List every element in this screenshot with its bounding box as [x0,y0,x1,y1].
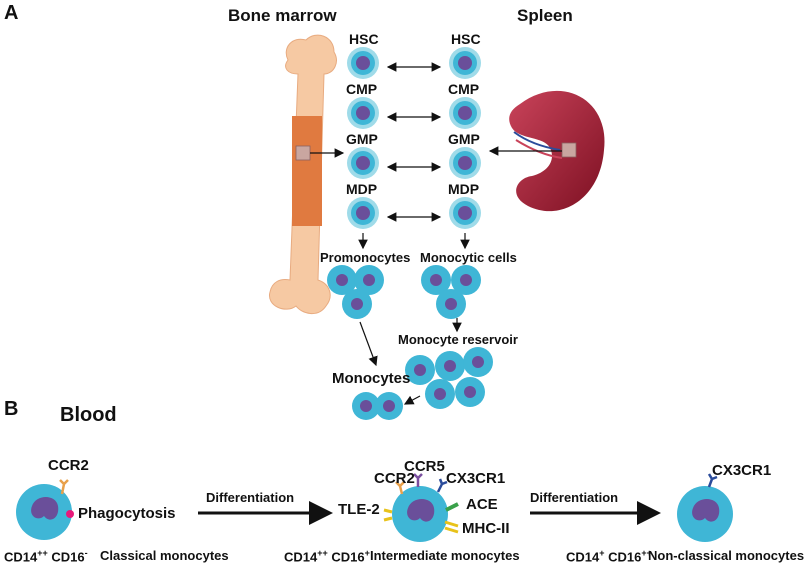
promonocytes-label: Promonocytes [320,250,411,265]
marrow-cell-column [347,47,379,229]
monocyte-reservoir-label: Monocyte reservoir [398,332,518,347]
intermediate-cx3cr1-label: CX3CR1 [446,470,506,487]
spleen-title: Spleen [517,6,573,25]
classical-cd14: CD14 [4,549,38,565]
classical-cd16: CD16 [51,549,85,565]
nonclassical-cx3cr1-label: CX3CR1 [712,462,772,479]
ace-label: ACE [466,496,498,513]
marrow-hsc-label: HSC [349,31,379,47]
marrow-region [292,116,322,226]
phagocytosis-label: Phagocytosis [78,505,176,522]
intermediate-cd14-sup: ++ [317,548,328,558]
panel-b-label: B [4,398,19,420]
monocytic-cluster [421,265,481,319]
spleen-cell-column [449,47,481,229]
differentiation-label-2: Differentiation [530,490,619,505]
spleen-hsc-label: HSC [451,31,481,47]
intermediate-monocytes-name: Intermediate monocytes [370,548,520,563]
marrow-gmp-label: GMP [346,131,378,147]
intermediate-monocyte-cell [383,473,459,542]
spleen-sample-box [561,142,577,158]
differentiation-label-1: Differentiation [206,490,295,505]
nonclassical-cd16-sup: ++ [641,548,652,558]
marrow-mdp-label: MDP [346,181,378,197]
classical-cd14-sup: ++ [37,548,48,558]
nonclassical-monocytes-name: Non-classical monocytes [648,548,805,563]
reservoir-cluster [405,347,493,409]
exchange-arrows [310,62,562,405]
intermediate-cd16-sup: + [364,548,370,558]
nonclassical-cd16: CD16 [608,549,642,565]
nonclassical-markers: CD14+ CD16++ [566,548,652,564]
monocyte-pair [352,392,403,420]
spleen-gmp-label: GMP [448,131,480,147]
nonclassical-cd14-sup: + [599,548,605,558]
promonocyte-cluster [327,265,384,319]
nonclassical-cd14: CD14 [566,549,600,565]
classical-monocyte-cell [16,479,74,540]
nonclassical-monocyte-cell [677,473,733,542]
intermediate-cd16: CD16 [331,549,365,565]
intermediate-markers: CD14++ CD16+ [284,548,370,564]
marrow-sample-box [295,145,311,161]
classical-cd16-sup: - [84,548,88,558]
classical-monocytes-name: Classical monocytes [100,548,229,563]
classical-markers: CD14++ CD16- [4,548,88,564]
spleen-cmp-label: CMP [448,81,480,97]
bone-marrow-title: Bone marrow [228,6,337,25]
spleen-mdp-label: MDP [448,181,480,197]
intermediate-ccr5-label: CCR5 [404,458,445,475]
monocytic-cells-label: Monocytic cells [420,250,517,265]
bone-illustration [269,34,337,314]
marrow-cmp-label: CMP [346,81,378,97]
tle2-label: TLE-2 [338,501,380,518]
blood-title: Blood [60,404,117,426]
panel-a-label: A [4,2,19,24]
monocytes-label: Monocytes [332,370,411,387]
intermediate-cd14: CD14 [284,549,318,565]
mhc-ii-label: MHC-II [462,520,510,537]
classical-ccr2-label: CCR2 [48,457,89,474]
intermediate-ccr2-label: CCR2 [374,470,415,487]
